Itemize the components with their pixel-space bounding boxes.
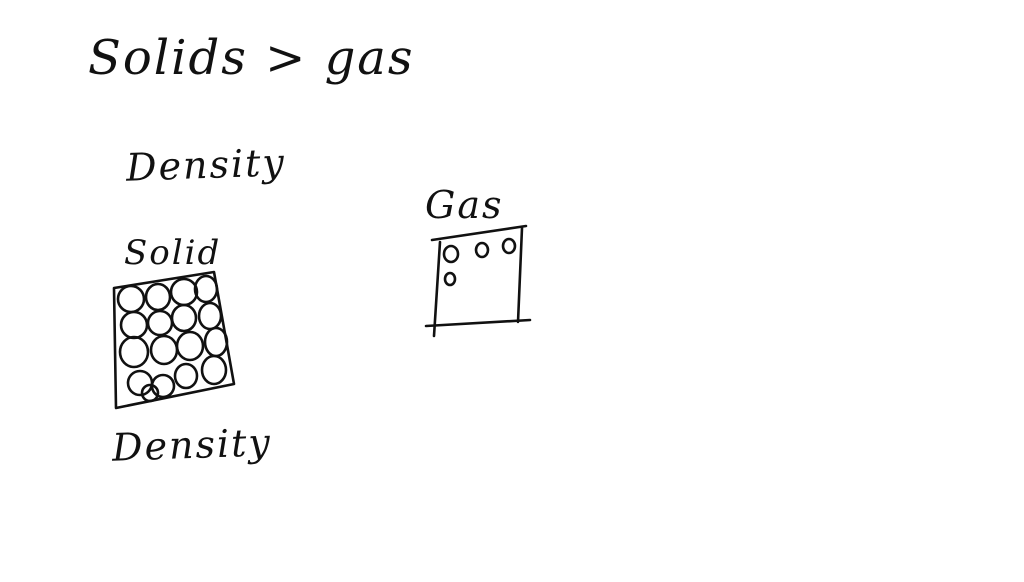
gas-box-bottom (424, 318, 532, 328)
gas-box-right (516, 226, 524, 324)
solid-particle (118, 335, 150, 369)
heading-text: Solids > gas (88, 30, 415, 86)
gas-particle (443, 271, 457, 287)
solid-particle (173, 362, 199, 390)
solid-particle (175, 330, 205, 362)
gas-box-top (430, 224, 528, 242)
gas-particle (474, 241, 490, 259)
solid-particle (170, 303, 198, 333)
gas-box-left (432, 240, 442, 338)
solid-particle (200, 354, 228, 386)
gas-label: Gas (425, 183, 504, 227)
gas-particles (442, 237, 517, 287)
gas-particle (442, 244, 460, 264)
solid-label: Solid (124, 233, 222, 273)
solid-particle (140, 383, 160, 403)
gas-particle (501, 237, 517, 255)
solid-particles (116, 274, 229, 403)
solid-particle (193, 274, 219, 304)
solid-box-outline (112, 270, 236, 410)
